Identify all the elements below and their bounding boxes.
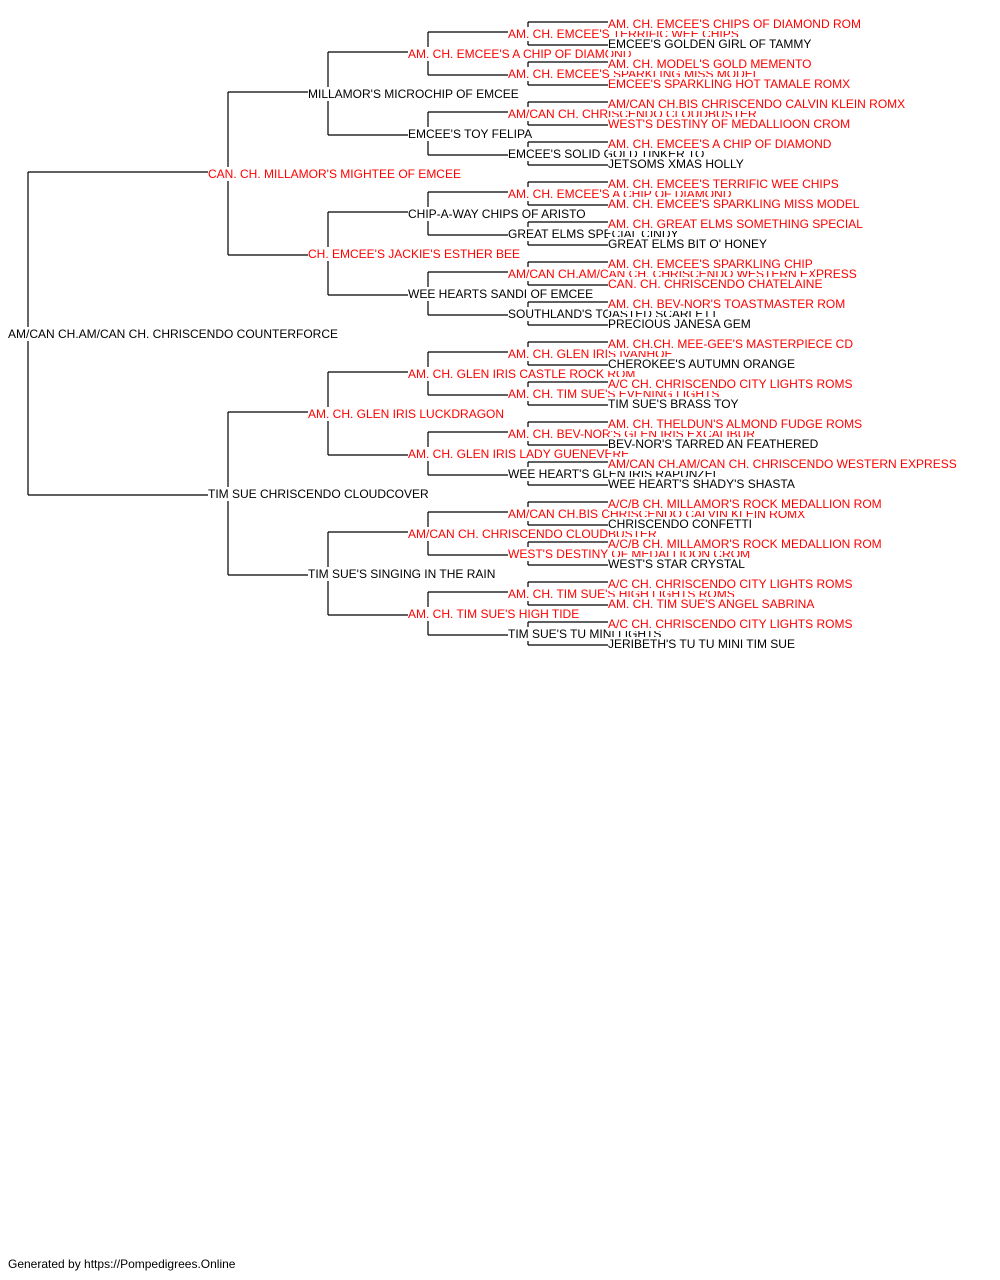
dog-name-dam-dam-sire-dam-sire: A/C/B CH. MILLAMOR'S ROCK MEDALLION ROM bbox=[608, 537, 883, 551]
dog-name-dam-sire: AM. CH. GLEN IRIS LUCKDRAGON bbox=[308, 407, 506, 421]
dog-name-dam-dam-sire-sire-dam: CHRISCENDO CONFETTI bbox=[608, 517, 753, 531]
dog-name-dam-sire-dam-sire-sire: AM. CH. THELDUN'S ALMOND FUDGE ROMS bbox=[608, 417, 864, 431]
dog-name-sire-dam: CH. EMCEE'S JACKIE'S ESTHER BEE bbox=[308, 247, 521, 261]
dog-name-sire-sire-sire-dam-dam: EMCEE'S SPARKLING HOT TAMALE ROMX bbox=[608, 77, 852, 91]
dog-name-sire-sire-dam-dam-dam: JETSOMS XMAS HOLLY bbox=[608, 157, 745, 171]
dog-name-dam-sire-dam-sire-dam: BEV-NOR'S TARRED AN FEATHERED bbox=[608, 437, 820, 451]
dog-name-dam-dam-dam: AM. CH. TIM SUE'S HIGH TIDE bbox=[408, 607, 581, 621]
dog-name-dam-sire-sire: AM. CH. GLEN IRIS CASTLE ROCK ROM bbox=[408, 367, 637, 381]
dog-name-dam-dam-dam-dam-dam: JERIBETH'S TU TU MINI TIM SUE bbox=[608, 637, 796, 651]
dog-name-sire: CAN. CH. MILLAMOR'S MIGHTEE OF EMCEE bbox=[208, 167, 462, 181]
dog-name-dam-dam-dam-dam-sire: A/C CH. CHRISCENDO CITY LIGHTS ROMS bbox=[608, 617, 854, 631]
dog-name-sire-dam-dam-sire-dam: CAN. CH. CHRISCENDO CHATELAINE bbox=[608, 277, 824, 291]
dog-name-dam-dam: TIM SUE'S SINGING IN THE RAIN bbox=[308, 567, 497, 581]
dog-name-sire-dam-sire-dam-sire: AM. CH. GREAT ELMS SOMETHING SPECIAL bbox=[608, 217, 864, 231]
dog-name-sire-sire-sire-sire-dam: EMCEE'S GOLDEN GIRL OF TAMMY bbox=[608, 37, 813, 51]
dog-name-sire-sire: MILLAMOR'S MICROCHIP OF EMCEE bbox=[308, 87, 520, 101]
dog-name-sire-sire-dam-sire-sire: AM/CAN CH.BIS CHRISCENDO CALVIN KLEIN RO… bbox=[608, 97, 907, 111]
dog-name-sire-sire-dam: EMCEE'S TOY FELIPA bbox=[408, 127, 534, 141]
dog-name-dam-dam-sire: AM/CAN CH. CHRISCENDO CLOUDBUSTER bbox=[408, 527, 658, 541]
dog-name-sire-dam-sire-sire-sire: AM. CH. EMCEE'S TERRIFIC WEE CHIPS bbox=[608, 177, 840, 191]
dog-name-dam: TIM SUE CHRISCENDO CLOUDCOVER bbox=[208, 487, 430, 501]
dog-name-sire-dam-dam: WEE HEARTS SANDI OF EMCEE bbox=[408, 287, 595, 301]
dog-name-subject: AM/CAN CH.AM/CAN CH. CHRISCENDO COUNTERF… bbox=[8, 327, 340, 341]
dog-name-sire-dam-dam-dam-sire: AM. CH. BEV-NOR'S TOASTMASTER ROM bbox=[608, 297, 847, 311]
dog-name-sire-dam-dam-dam-dam: PRECIOUS JANESA GEM bbox=[608, 317, 752, 331]
dog-name-dam-sire-dam-dam-sire: AM/CAN CH.AM/CAN CH. CHRISCENDO WESTERN … bbox=[608, 457, 958, 471]
footer-credit: Generated by https://Pompedigrees.Online bbox=[8, 1257, 236, 1271]
dog-name-dam-sire-dam-dam-dam: WEE HEART'S SHADY'S SHASTA bbox=[608, 477, 796, 491]
dog-name-dam-sire-sire-dam-sire: A/C CH. CHRISCENDO CITY LIGHTS ROMS bbox=[608, 377, 854, 391]
dog-name-dam-dam-sire-dam-dam: WEST'S STAR CRYSTAL bbox=[608, 557, 746, 571]
dog-name-dam-dam-dam-sire-sire: A/C CH. CHRISCENDO CITY LIGHTS ROMS bbox=[608, 577, 854, 591]
dog-name-dam-dam-dam-sire-dam: AM. CH. TIM SUE'S ANGEL SABRINA bbox=[608, 597, 816, 611]
dog-name-sire-dam-sire-sire-dam: AM. CH. EMCEE'S SPARKLING MISS MODEL bbox=[608, 197, 861, 211]
dog-name-sire-dam-sire-dam-dam: GREAT ELMS BIT O' HONEY bbox=[608, 237, 768, 251]
dog-name-sire-sire-sire: AM. CH. EMCEE'S A CHIP OF DIAMOND bbox=[408, 47, 633, 61]
dog-name-sire-dam-sire: CHIP-A-WAY CHIPS OF ARISTO bbox=[408, 207, 587, 221]
dog-name-dam-sire-dam: AM. CH. GLEN IRIS LADY GUENEVERE bbox=[408, 447, 631, 461]
dog-name-dam-sire-sire-sire-sire: AM. CH.CH. MEE-GEE'S MASTERPIECE CD bbox=[608, 337, 854, 351]
dog-name-sire-sire-dam-dam-sire: AM. CH. EMCEE'S A CHIP OF DIAMOND bbox=[608, 137, 833, 151]
dog-name-dam-dam-sire-sire-sire: A/C/B CH. MILLAMOR'S ROCK MEDALLION ROM bbox=[608, 497, 883, 511]
dog-name-dam-sire-sire-sire-dam: CHEROKEE'S AUTUMN ORANGE bbox=[608, 357, 796, 371]
dog-name-dam-sire-sire-dam-dam: TIM SUE'S BRASS TOY bbox=[608, 397, 740, 411]
dog-name-sire-sire-dam-sire-dam: WEST'S DESTINY OF MEDALLIOON CROM bbox=[608, 117, 852, 131]
dog-name-sire-dam-dam-sire-sire: AM. CH. EMCEE'S SPARKLING CHIP bbox=[608, 257, 814, 271]
dog-name-sire-sire-sire-sire-sire: AM. CH. EMCEE'S CHIPS OF DIAMOND ROM bbox=[608, 17, 862, 31]
dog-name-sire-sire-sire-dam-sire: AM. CH. MODEL'S GOLD MEMENTO bbox=[608, 57, 813, 71]
